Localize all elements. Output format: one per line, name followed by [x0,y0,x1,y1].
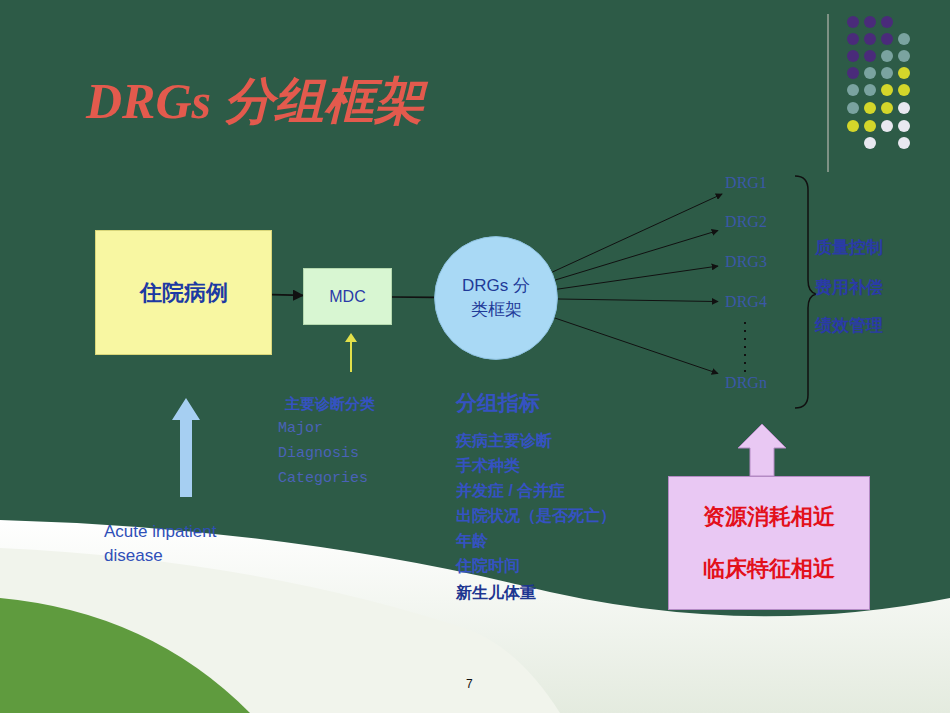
annotation-text: Acute inpatient disease [104,520,259,568]
drg-label: DRG4 [718,291,774,313]
annotation-text: 出院状况（是否死亡） [456,503,676,528]
dot [864,33,876,45]
annotation-text: 费用补偿 [815,275,925,300]
dot [881,102,893,114]
node-text: 住院病例 [140,278,228,308]
annotation-text: 年龄 [456,528,656,553]
node-text: 资源消耗相近 [703,502,835,532]
dot-grid [847,16,910,149]
flow-arrow [555,318,718,374]
annotation-text: 7 [466,672,486,697]
drg-label: DRGn [718,372,774,394]
dot [898,84,910,96]
dot [898,67,910,79]
dot [898,137,910,149]
curly-bracket [795,176,816,408]
dot [847,33,859,45]
annotation-text: 并发症 / 合并症 [456,478,656,503]
flow-arrow [392,296,434,298]
dot [881,120,893,132]
flow-arrow [555,231,718,280]
annotation-text: 手术种类 [456,453,656,478]
dot [847,84,859,96]
dot [864,120,876,132]
circle-outline [434,236,558,360]
node-text: DRG1 [725,174,767,192]
node-text: DRG3 [725,253,767,271]
node-text: DRGs 分类框架 [455,274,537,322]
dot [864,16,876,28]
node-text: DRG4 [725,293,767,311]
book-cover [0,598,250,713]
annotation-text: 新生儿体重 [456,580,656,605]
dot [898,102,910,114]
drg-label: DRG3 [718,251,774,273]
annotation-text: 质量控制 [815,235,925,260]
process-box: MDC [303,268,392,325]
annotation-text: 分组指标 [456,390,596,415]
annotation-text: 主要诊断分类 [285,391,445,416]
input-arrow [172,398,200,497]
dot [864,84,876,96]
annotation-text: Major Diagnosis Categories [278,416,403,491]
dot [881,67,893,79]
node-text: 临床特征相近 [703,554,835,584]
dot [881,33,893,45]
mdc-pointer-head [345,333,357,342]
dot [847,102,859,114]
flow-arrow [558,299,718,302]
dot [864,50,876,62]
circle-fill [435,237,558,360]
mdc-pointer [350,340,352,372]
annotation-text: 疾病主要诊断 [456,428,656,453]
dot [898,50,910,62]
node-text: DRGn [725,374,767,392]
feature-arrow [738,424,786,476]
divider-line [827,14,829,172]
framework-circle: DRGs 分类框架 [434,236,558,360]
drg-label: DRG2 [718,211,774,233]
flow-arrow [557,266,718,289]
dot [847,67,859,79]
annotation-text: 住院时间 [456,553,656,578]
dot [847,50,859,62]
flow-arrow [272,294,303,296]
dot [881,50,893,62]
node-text: DRG2 [725,213,767,231]
flow-arrow [552,194,722,272]
dot [898,120,910,132]
dot [881,84,893,96]
dot [898,33,910,45]
feature-box: 资源消耗相近临床特征相近 [668,476,870,610]
dot [847,16,859,28]
dot [864,137,876,149]
node-text: MDC [329,288,365,306]
ellipsis-dots [744,322,746,372]
dot [864,102,876,114]
dot [864,67,876,79]
dot [881,16,893,28]
dot [847,120,859,132]
slide-title: DRGs 分组框架 [86,68,424,135]
annotation-text: 绩效管理 [815,313,925,338]
drg-label: DRG1 [718,172,774,194]
process-box: 住院病例 [95,230,272,355]
